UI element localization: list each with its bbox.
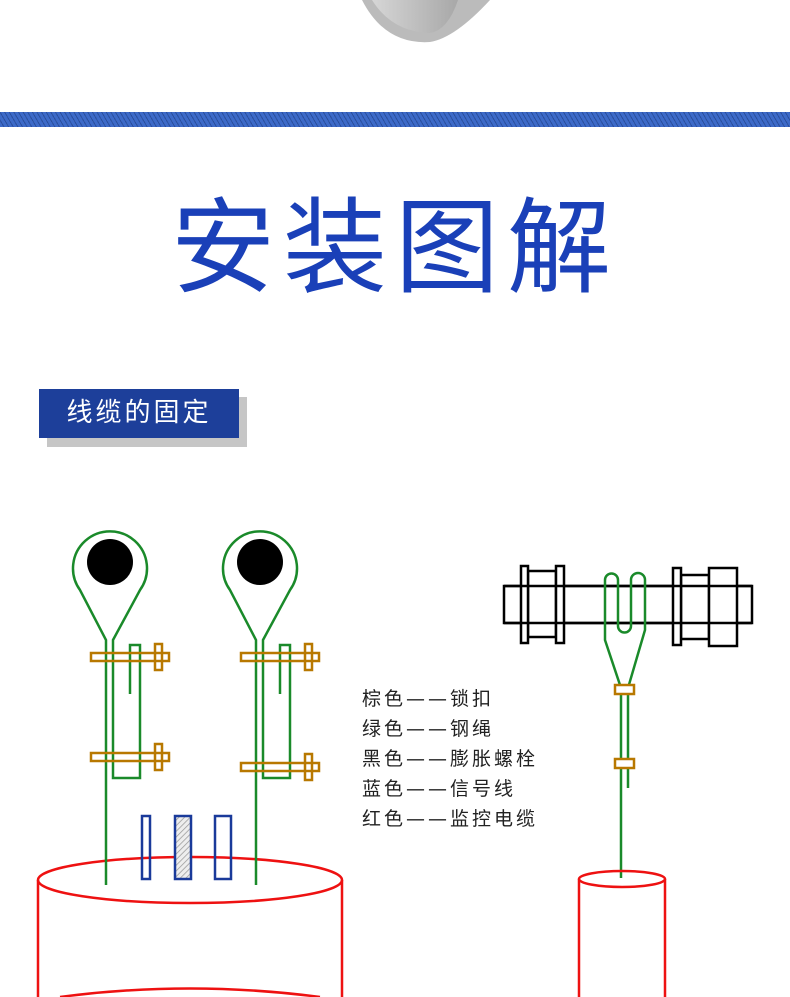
wire-clamp (239, 752, 321, 782)
color-legend: 棕色——锁扣 绿色——钢绳 黑色——膨胀螺栓 蓝色——信号线 红色——监控电缆 (362, 684, 538, 834)
section-badge: 线缆的固定 (39, 389, 239, 438)
steel-rope-loop-left (71, 530, 171, 885)
cable-pole-left (36, 855, 344, 997)
wire-clamp (89, 742, 171, 772)
legend-item: 黑色——膨胀螺栓 (362, 748, 539, 770)
wire-clamp (239, 642, 321, 672)
wire-clamp (89, 642, 171, 672)
steel-rope-right (603, 571, 647, 878)
signal-cables (140, 814, 233, 881)
expansion-bolt-head (87, 539, 133, 585)
steel-rope-loop-right (221, 530, 321, 885)
legend-item: 绿色——钢绳 (362, 718, 495, 740)
striped-divider (0, 112, 790, 127)
expansion-bolt (502, 564, 754, 648)
legend-item: 棕色——锁扣 (362, 688, 495, 710)
legend-item: 蓝色——信号线 (362, 778, 517, 800)
cable-pole-right (577, 869, 667, 997)
wire-clamps-right (613, 683, 636, 770)
page-title: 安装图解 (170, 187, 619, 309)
legend-item: 红色——监控电缆 (362, 808, 539, 830)
expansion-bolt-head (237, 539, 283, 585)
